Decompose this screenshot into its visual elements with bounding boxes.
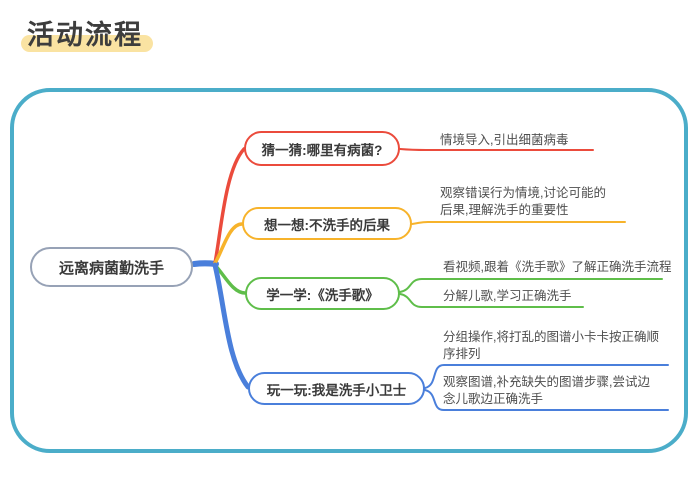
root-stub-line [191,260,219,267]
note-learn-1[interactable]: 看视频,跟着《洗手歌》了解正确洗手流程 [443,260,672,274]
page-title: 活动流程 [27,20,143,50]
note-play-2[interactable]: 观察图谱,补充缺失的图谱步骤,尝试边 念儿歌边正确洗手 [443,375,650,406]
note-line-learn-1 [399,278,663,293]
branch-node-play[interactable]: 玩一玩:我是洗手小卫士 [248,372,425,405]
note-line-play-1 [424,364,669,389]
note-guess-1[interactable]: 情境导入,引出细菌病毒 [440,133,569,147]
branch-node-learn[interactable]: 学一学:《洗手歌》 [245,277,400,310]
title-highlight-bar [21,35,153,53]
branch-line-play [212,262,251,390]
page-title-block: 活动流程 [21,18,153,53]
note-line-learn-2 [399,293,584,308]
note-think-1[interactable]: 观察错误行为情境,讨论可能的 后果,理解洗手的重要性 [440,186,606,217]
branch-line-guess [213,147,246,265]
branch-node-guess[interactable]: 猜一猜:哪里有病菌? [244,131,400,166]
root-node[interactable]: 远离病菌勤洗手 [30,247,193,287]
note-learn-2[interactable]: 分解儿歌,学习正确洗手 [443,289,572,303]
note-line-guess-1 [399,148,594,151]
branch-line-think [213,222,244,265]
note-line-play-2 [424,389,669,411]
mindmap-canvas: 远离病菌勤洗手 猜一猜:哪里有病菌? 想一想:不洗手的后果 学一学:《洗手歌》 … [14,92,684,449]
note-line-think-1 [411,221,626,225]
connector-layer [191,147,669,411]
branch-node-think[interactable]: 想一想:不洗手的后果 [242,207,412,240]
mindmap-panel: 远离病菌勤洗手 猜一猜:哪里有病菌? 想一想:不洗手的后果 学一学:《洗手歌》 … [10,88,688,453]
note-play-1[interactable]: 分组操作,将打乱的图谱小卡卡按正确顺 序排列 [443,330,659,361]
